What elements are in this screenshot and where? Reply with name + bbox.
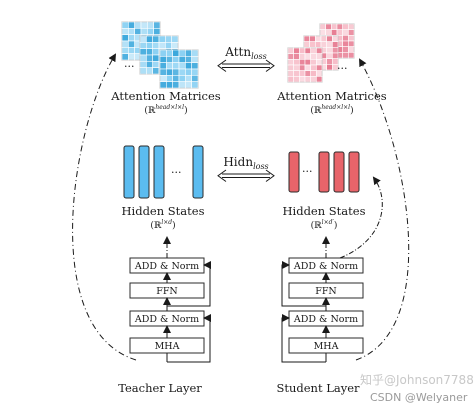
watermark-author: @Johnson7788 [384, 373, 474, 387]
teacher-hidden-bar [123, 145, 135, 199]
teacher-hidden-bar [138, 145, 150, 199]
teacher-hidden-title: Hidden States [122, 204, 205, 218]
student-hidden-shape-sup: l×d′ [322, 219, 335, 226]
student-mha-label: MHA [314, 341, 339, 352]
student-attention-stack [287, 23, 355, 83]
student-hidden-bars [288, 151, 360, 193]
teacher-hidden-bar [192, 145, 204, 199]
student-attention-shape-sup: head×l×l [321, 104, 350, 111]
teacher-attention-matrix [159, 49, 199, 89]
student-hidden-bar [348, 151, 360, 193]
teacher-addnorm-bottom-label: ADD & Norm [134, 314, 199, 325]
student-attention-shape-base: ℝ [314, 106, 322, 116]
student-layer-caption: Student Layer [276, 381, 360, 395]
student-attention-flow-curve [355, 58, 410, 361]
hidn-loss-sub: loss [253, 162, 269, 171]
student-attention-shape: (ℝhead×l×l) [310, 104, 353, 116]
hidn-loss-label: Hidnloss [223, 155, 268, 171]
hidn-loss-base: Hidn [223, 155, 253, 169]
teacher-hidden-shape-sup: l×d [161, 219, 172, 226]
teacher-hidden-bars [123, 145, 204, 199]
teacher-ffn-label: FFN [156, 286, 178, 297]
teacher-addnorm-top-label: ADD & Norm [134, 261, 199, 272]
student-hidden-flow-curve [339, 176, 383, 259]
student-attention-matrix [287, 47, 323, 83]
teacher-hidden-ellipsis: ··· [171, 166, 182, 179]
student-attention-ellipsis: ··· [337, 62, 348, 75]
teacher-hidden-shape: (ℝl×d) [150, 219, 175, 231]
watermark-site: 知乎 [360, 373, 384, 387]
attn-loss-double-arrow-icon [217, 59, 275, 72]
attn-loss-base: Attn [224, 45, 251, 59]
attn-loss-sub: loss [251, 52, 267, 61]
student-attention-title: Attention Matrices [276, 89, 387, 103]
teacher-attention-shape-sup: head×l×l [155, 104, 184, 111]
student-addnorm-top-label: ADD & Norm [293, 261, 358, 272]
teacher-flow-arrows [163, 236, 211, 363]
student-hidden-bar [333, 151, 345, 193]
teacher-attention-title: Attention Matrices [110, 89, 221, 103]
student-hidden-bar [318, 151, 330, 193]
teacher-attention-shape-base: ℝ [148, 106, 156, 116]
student-layer-stack: ADD & Norm FFN ADD & Norm MHA [281, 236, 364, 363]
teacher-layer-stack: ADD & Norm FFN ADD & Norm MHA [129, 236, 211, 363]
teacher-attention-matrix [121, 21, 161, 61]
student-hidden-title: Hidden States [283, 204, 366, 218]
teacher-layer-caption: Teacher Layer [118, 381, 202, 395]
watermark-csdn: CSDN @Welyaner [370, 391, 468, 404]
attn-loss-label: Attnloss [224, 45, 266, 61]
student-hidden-shape-base: ℝ [314, 221, 322, 231]
student-flow-arrows [281, 236, 330, 363]
student-hidden-ellipsis: ··· [302, 165, 313, 178]
hidn-loss-double-arrow-icon [217, 169, 275, 182]
teacher-attention-flow-curve [72, 53, 137, 361]
student-hidden-bar [288, 151, 300, 193]
teacher-mha-label: MHA [155, 341, 180, 352]
teacher-hidden-shape-base: ℝ [154, 221, 162, 231]
student-addnorm-bottom-label: ADD & Norm [293, 314, 358, 325]
teacher-hidden-bar [153, 145, 165, 199]
teacher-attention-shape: (ℝhead×l×l) [144, 104, 187, 116]
student-hidden-shape: (ℝl×d′) [311, 219, 338, 231]
student-ffn-label: FFN [315, 286, 337, 297]
teacher-attention-ellipsis: ··· [124, 60, 135, 73]
teacher-attention-stack [121, 21, 199, 89]
teacher-attention-matrix [139, 35, 179, 75]
